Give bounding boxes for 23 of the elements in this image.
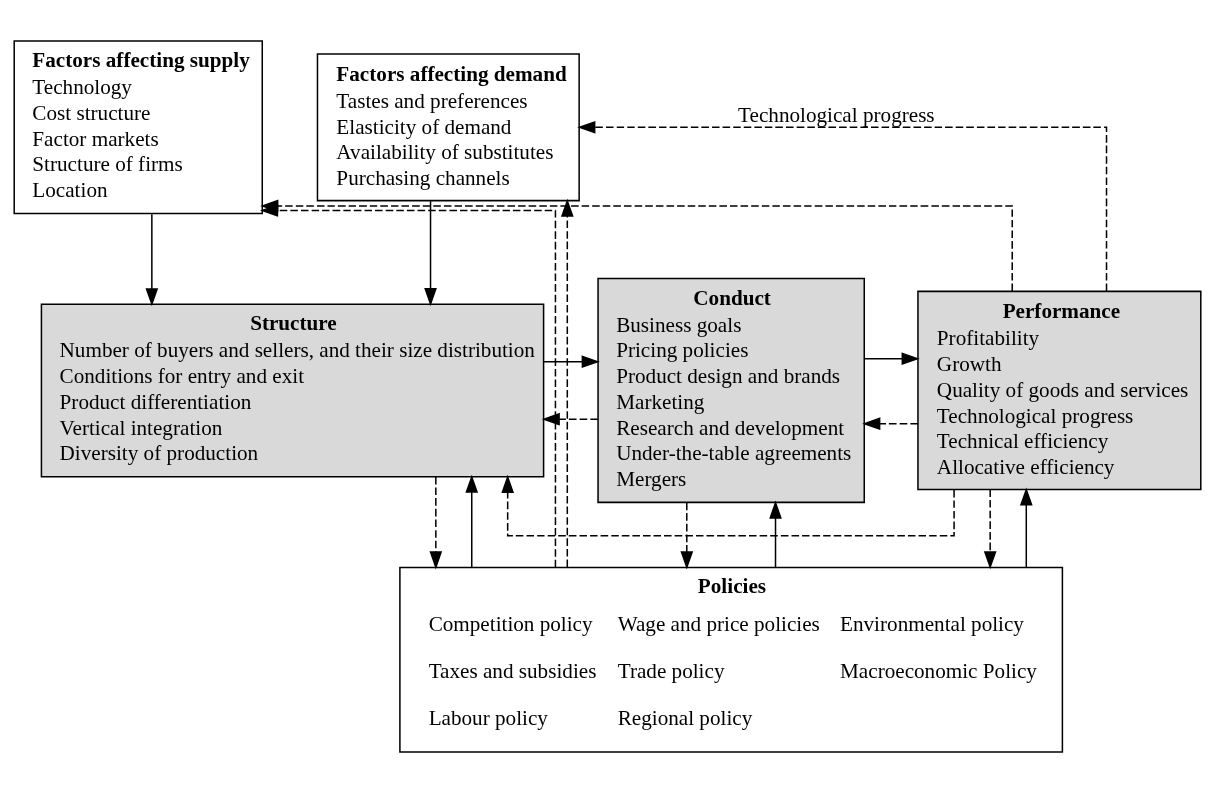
- arrow: [1019, 486, 1033, 568]
- node-box: Factors affecting demand Tastes and preferences Elasticity of demand Availability of substitutes Purchasing channels: [316, 52, 580, 201]
- arrow: [577, 120, 1108, 292]
- arrow: [680, 501, 694, 570]
- node-box: Factors affecting supply Technology Cost structure Factor markets Structure of firms Location: [13, 39, 263, 214]
- edge-label: Technological progress: [738, 102, 935, 127]
- arrow: [769, 500, 782, 568]
- node-box: Policies Competition policy Wage and price policies Environmental policy Taxes and subsidies Trade policy Macroeconomic Policy Labour policy Regional policy: [399, 566, 1064, 753]
- arrow: [465, 474, 479, 568]
- arrow: [501, 474, 955, 536]
- arrow: [543, 354, 600, 368]
- arrow: [424, 200, 437, 306]
- arrow: [863, 351, 920, 365]
- arrow: [429, 475, 443, 569]
- arrow: [983, 488, 997, 569]
- node-box: Structure Number of buyers and sellers, and their size distribution Conditions for entry and exit Product differentiation Vertical integration Diversity of production: [40, 302, 545, 477]
- node-box: Conduct Business goals Pricing policies Product design and brands Marketing Research and development Under-the-table agreements Mergers: [597, 277, 865, 503]
- arrow: [145, 212, 159, 306]
- arrow: [260, 203, 557, 568]
- arrow: [541, 412, 599, 426]
- node-box: Performance Profitability Growth Quality of goods and services Technological progress Technical efficiency Allocative efficiency: [917, 290, 1202, 490]
- arrow: [560, 198, 574, 568]
- arrow: [862, 416, 919, 430]
